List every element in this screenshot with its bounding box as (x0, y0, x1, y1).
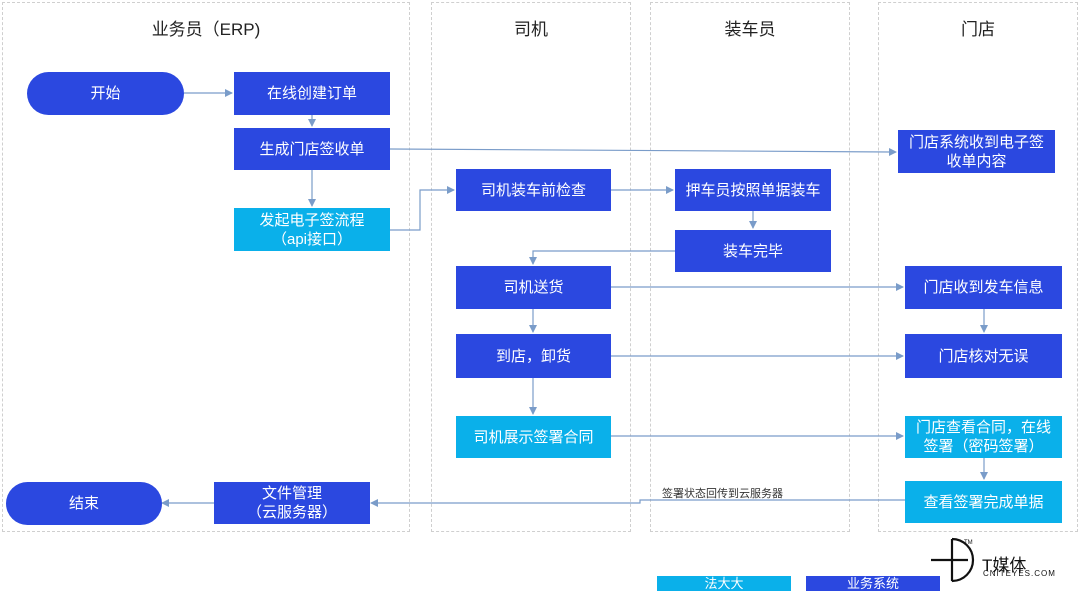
node-label: 门店系统收到电子签 (908, 133, 1044, 151)
store-sign-contract-node: 门店查看合同，在线 签署（密码签署） (905, 416, 1062, 458)
edge-esign-to-driver (390, 186, 455, 231)
node-label: 签署（密码签署） (923, 438, 1044, 455)
node-label: 开始 (90, 85, 121, 102)
node-label: 文件管理 (261, 485, 322, 502)
create-order-node: 在线创建订单 (234, 72, 390, 115)
node-label: 查看签署完成单据 (923, 493, 1044, 511)
status-callback-label: 签署状态回传到云服务器 (662, 488, 783, 500)
node-label: 押车员按照单据装车 (685, 181, 821, 199)
generate-receipt-node: 生成门店签收单 (234, 128, 390, 170)
end-node: 结束 (6, 482, 162, 525)
start-esign-node: 发起电子签流程 （api接口） (234, 208, 390, 251)
node-label: 生成门店签收单 (259, 140, 365, 158)
lane-title: 司机 (514, 20, 548, 39)
driver-deliver-node: 司机送货 (456, 266, 611, 309)
start-node: 开始 (27, 72, 184, 115)
view-signed-document-node: 查看签署完成单据 (905, 481, 1062, 523)
node-label: 门店收到发车信息 (923, 279, 1044, 296)
lane-salesperson: 业务员（ERP) (2, 2, 410, 532)
show-contract-node: 司机展示签署合同 (456, 416, 611, 458)
store-verify-node: 门店核对无误 (905, 334, 1062, 378)
node-label: （云服务器） (246, 504, 337, 521)
trademark-mark: TM (964, 540, 973, 546)
lane-store: 门店 (878, 2, 1078, 532)
node-label: 发起电子签流程 (259, 211, 365, 229)
logo-sub: CNITEYES.COM (983, 569, 1056, 578)
node-label: 司机装车前检查 (480, 181, 586, 199)
lane-driver: 司机 (431, 2, 631, 532)
loading-done-node: 装车完毕 (675, 230, 831, 272)
tmedia-logo-icon: TM (929, 537, 975, 583)
store-receive-esign-node: 门店系统收到电子签 收单内容 (898, 130, 1055, 173)
node-label: 装车完毕 (722, 242, 783, 260)
lane-title: 装车员 (724, 20, 776, 39)
arrive-unload-node: 到店，卸货 (456, 334, 611, 378)
node-label: 司机送货 (503, 279, 564, 296)
node-label: 结束 (68, 495, 99, 512)
lane-loader: 装车员 (650, 2, 850, 532)
legend-business-system: 业务系统 (806, 576, 940, 591)
logo-name: T媒体 (982, 556, 1027, 575)
store-dispatch-info-node: 门店收到发车信息 (905, 266, 1062, 309)
node-label: 到店，卸货 (495, 347, 571, 365)
node-label: （api接口） (271, 230, 353, 248)
legend-fadada: 法大大 (657, 576, 791, 591)
edge-receipt-to-store (389, 147, 897, 156)
lane-title: 门店 (961, 20, 995, 39)
driver-precheck-node: 司机装车前检查 (456, 169, 611, 211)
node-label: 门店核对无误 (938, 347, 1029, 365)
node-label: 收单内容 (946, 152, 1007, 170)
edge-view-to-file (370, 499, 906, 507)
lane-title: 业务员（ERP) (151, 20, 261, 39)
file-management-node: 文件管理 （云服务器） (214, 482, 370, 524)
node-label: 司机展示签署合同 (473, 428, 594, 446)
load-by-document-node: 押车员按照单据装车 (675, 169, 831, 211)
edge-done-to-deliver (529, 250, 675, 265)
node-label: 在线创建订单 (266, 85, 357, 102)
node-label: 门店查看合同，在线 (915, 419, 1051, 436)
